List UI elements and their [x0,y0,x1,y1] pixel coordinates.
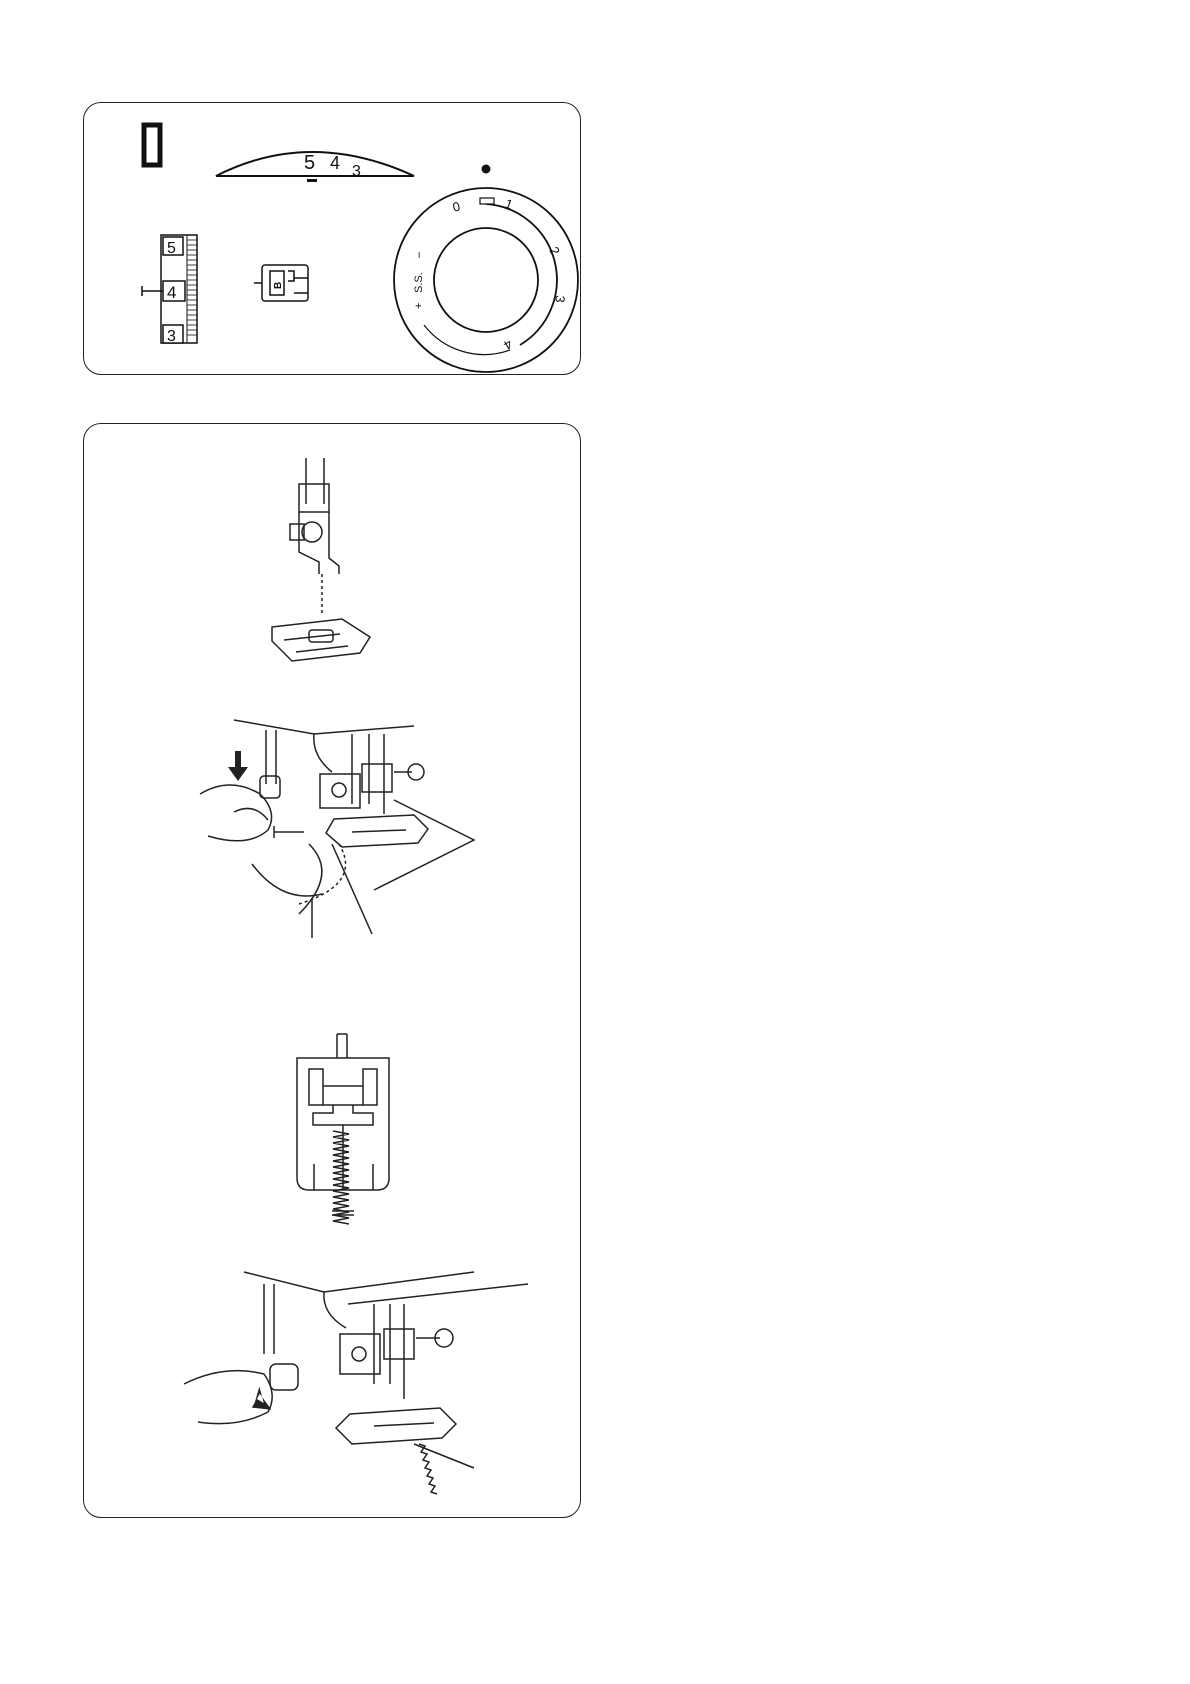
settings-panel: 5 4 3 5 4 [83,102,581,375]
steps-panel [83,423,581,1518]
dial-indicator-dot [482,165,491,174]
dial-minus-label: – [413,251,425,258]
forward-arrow-icon [248,1387,278,1417]
dial-plus-label: + [413,303,425,309]
tension-indicator-mark [307,179,317,182]
tension-dial-5: 5 [167,240,176,257]
attach-presser-foot-illustration [272,458,370,661]
tension-dial-4: 4 [167,283,176,302]
dial-ss-label: S.S. [413,272,425,293]
steps-illustration [84,424,582,1519]
tension-scale-5: 5 [304,152,315,174]
tension-scale-4: 4 [330,153,340,173]
tension-scale-3: 3 [352,163,361,180]
presser-foot-label: B [273,282,284,289]
dial-mark-0: 0 [451,199,462,215]
tension-dial-3: 3 [167,328,176,345]
down-arrow-icon [228,751,248,781]
straight-stitch-pattern-icon [144,125,160,165]
pull-buttonhole-lever-illustration [184,1272,528,1494]
settings-illustration: 5 4 3 5 4 [84,103,582,376]
dial-mark-3: 3 [552,295,568,304]
buttonhole-foot-zigzag-illustration [297,1034,389,1224]
lower-buttonhole-lever-illustration [200,720,474,938]
dial-mark-1: 1 [503,196,515,213]
dial-mark-4: 4 [501,336,515,353]
